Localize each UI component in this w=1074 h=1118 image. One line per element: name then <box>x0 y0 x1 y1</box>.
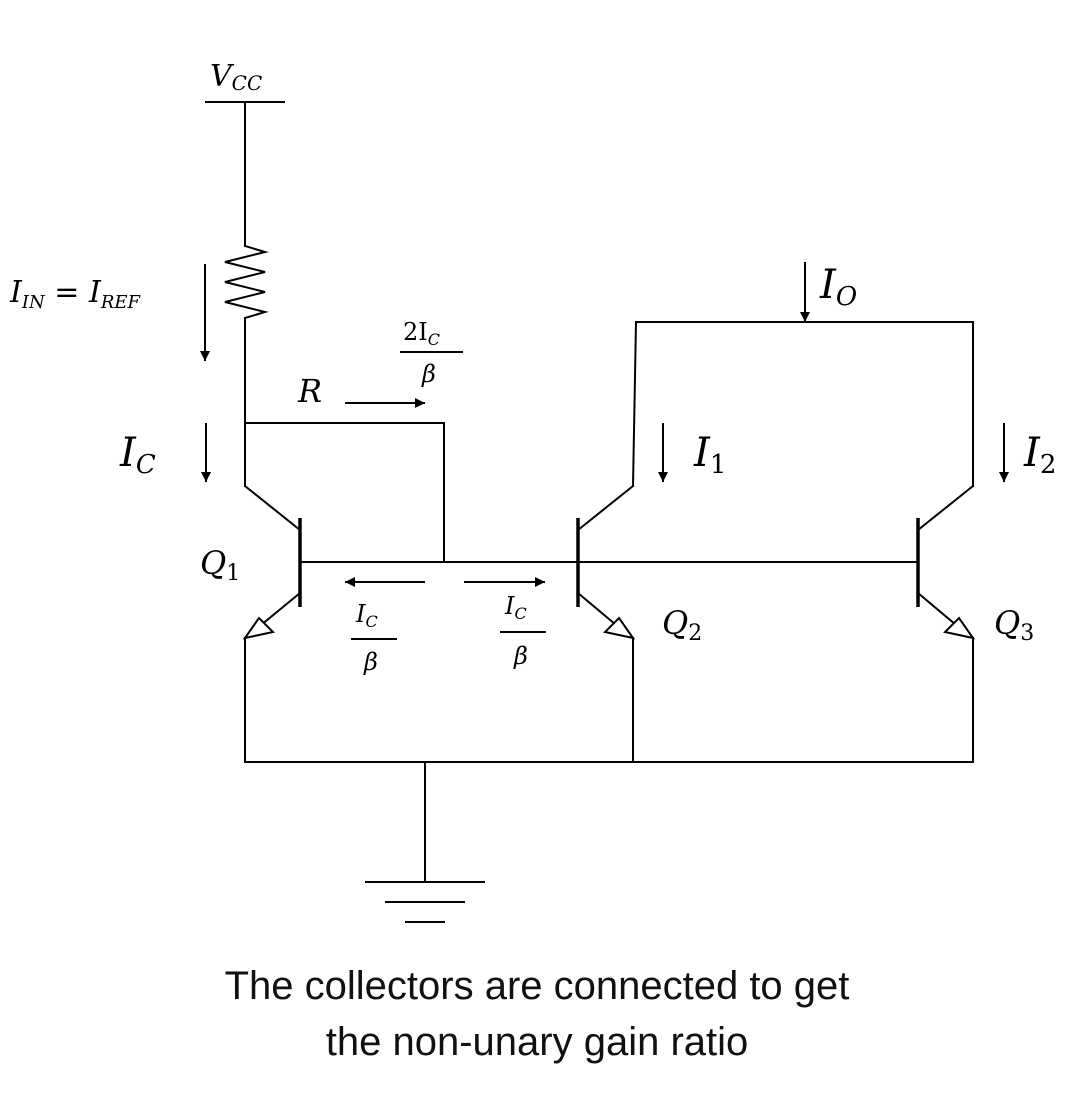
svg-text:β: β <box>363 648 378 676</box>
svg-text:β: β <box>421 360 436 388</box>
label-q3: Q3 <box>994 604 1034 646</box>
caption: The collectors are connected to get the … <box>0 958 1074 1070</box>
label-ic-over-beta-right: IC β <box>500 592 546 670</box>
label-ic: IC <box>119 430 156 480</box>
label-q1: Q1 <box>200 544 240 586</box>
label-io: IO <box>819 262 857 312</box>
current-mirror-circuit: VCC IIN = IREF R IC 2IC β IC β IC β IO I… <box>9 59 1056 923</box>
label-two-ic-over-beta: 2IC β <box>400 318 463 388</box>
ground-symbol <box>365 881 485 923</box>
transistor-q3 <box>916 321 976 763</box>
label-ic-over-beta-left: IC β <box>351 600 397 676</box>
emitter-bus <box>244 761 974 883</box>
label-iin-iref: IIN = IREF <box>9 275 142 313</box>
vcc-rail <box>205 101 285 247</box>
wire-q1-diode-connection <box>244 422 445 563</box>
label-i1: I1 <box>693 430 726 480</box>
label-vcc: VCC <box>210 59 262 95</box>
resistor-r <box>224 244 269 320</box>
caption-line-1: The collectors are connected to get <box>224 964 850 1008</box>
label-i2: I2 <box>1023 430 1056 480</box>
transistor-q1 <box>242 484 302 763</box>
svg-text:IC: IC <box>504 592 527 623</box>
caption-line-2: the non-unary gain ratio <box>325 1020 749 1064</box>
svg-text:IC: IC <box>355 600 378 631</box>
label-q2: Q2 <box>662 604 702 646</box>
svg-text:2IC: 2IC <box>403 318 440 349</box>
svg-text:β: β <box>513 642 528 670</box>
label-r: R <box>297 372 322 410</box>
transistor-q2 <box>576 320 638 763</box>
